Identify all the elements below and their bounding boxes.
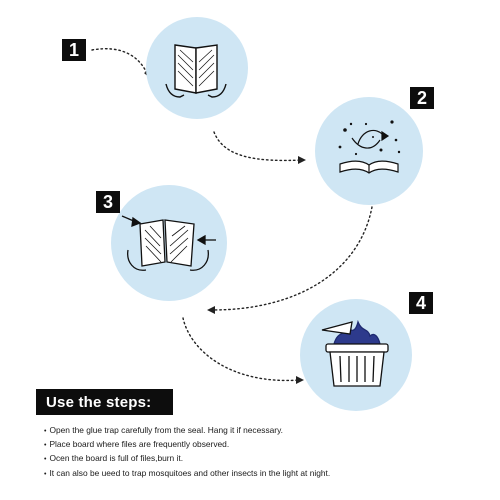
step-number-3: 3 xyxy=(96,191,120,213)
arrow-2-to-3 xyxy=(211,206,373,311)
flies-on-board-icon xyxy=(339,129,399,174)
instruction-line-1: Open the glue trap carefully from the se… xyxy=(44,424,330,438)
step-number-4: 4 xyxy=(409,292,433,314)
instructions-list: Open the glue trap carefully from the se… xyxy=(44,424,330,481)
open-board-icon xyxy=(165,44,227,98)
full-board-icon xyxy=(121,215,216,271)
burning-bin-icon xyxy=(321,319,389,387)
instruction-line-3: Ocen the board is full of files,burn it. xyxy=(44,452,330,466)
step-number-2: 2 xyxy=(410,87,434,109)
arrow-1-to-2 xyxy=(91,48,149,77)
step2-circle xyxy=(315,97,423,205)
flies-cluster xyxy=(338,120,401,156)
step-number-1: 1 xyxy=(62,39,86,61)
arrowhead-4 xyxy=(296,376,304,384)
arrowhead-2 xyxy=(298,156,306,164)
instruction-line-2: Place board where files are frequently o… xyxy=(44,438,330,452)
arrow-2-to-step2 xyxy=(213,131,303,162)
instruction-line-4: It can also be ueed to trap mosquitoes a… xyxy=(44,467,330,481)
arrowhead-3 xyxy=(207,306,215,314)
arrow-3-to-4 xyxy=(182,317,301,382)
instructions-heading: Use the steps: xyxy=(36,389,173,415)
